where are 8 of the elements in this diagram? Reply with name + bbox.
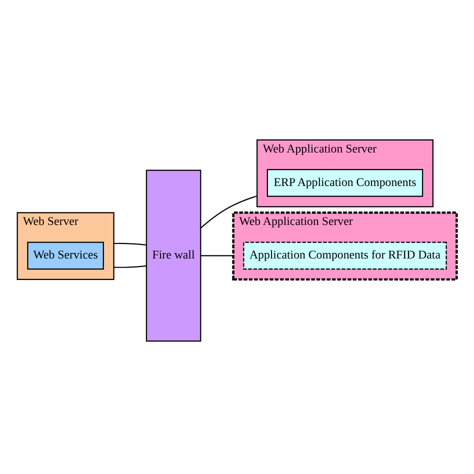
connector (114, 264, 146, 268)
connector (200, 194, 258, 228)
node-box: Application Components for RFID Data (243, 241, 447, 270)
connector (114, 242, 146, 245)
node-box: Web Services (27, 241, 104, 270)
node-box: ERP Application Components (266, 168, 424, 196)
node-box: Fire wall (146, 169, 202, 342)
connector (200, 254, 234, 256)
